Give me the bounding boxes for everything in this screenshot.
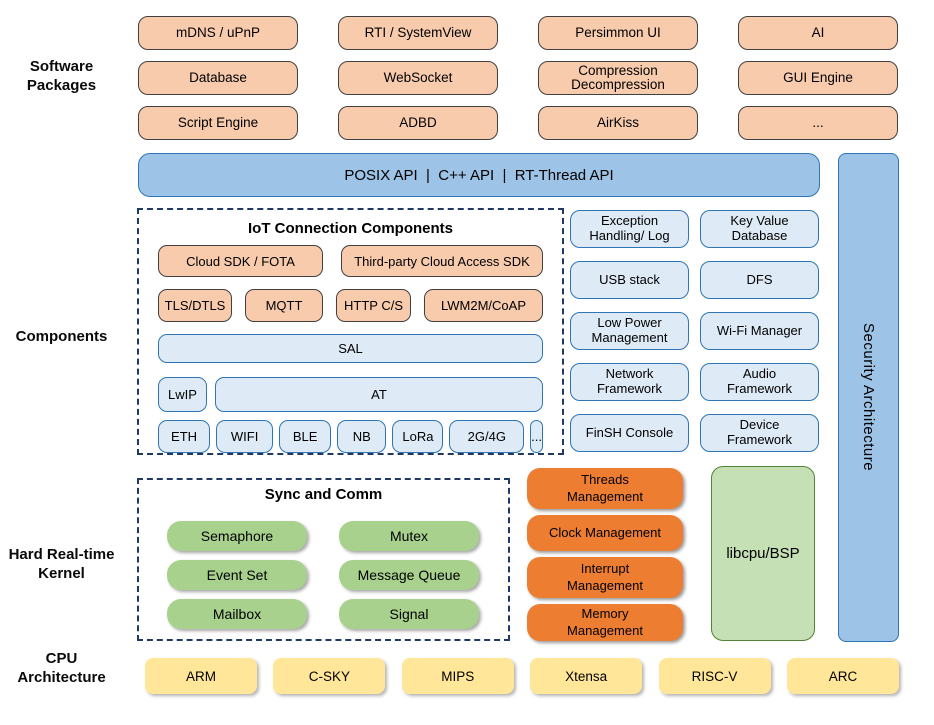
link-box: LoRa — [392, 420, 444, 453]
management-box: Memory Management — [527, 604, 683, 641]
package-box: mDNS / uPnP — [138, 16, 298, 50]
link-box: ... — [530, 420, 543, 453]
cpu-architecture-row: ARM C-SKY MIPS Xtensa RISC-V ARC — [145, 658, 899, 694]
section-label-kernel: Hard Real-time Kernel — [8, 546, 115, 582]
service-box: Key Value Database — [700, 210, 819, 248]
package-box: AI — [738, 16, 898, 50]
link-box: 2G/4G — [449, 420, 525, 453]
lwip-box: LwIP — [158, 377, 207, 412]
link-box: WIFI — [216, 420, 274, 453]
service-box: Audio Framework — [700, 363, 819, 401]
protocol-box: MQTT — [245, 289, 323, 322]
security-architecture-bar: Security Architecture — [838, 153, 899, 642]
package-box: AirKiss — [538, 106, 698, 140]
sdk-box: Cloud SDK / FOTA — [158, 245, 323, 277]
link-box: ETH — [158, 420, 211, 453]
package-box: Compression Decompression — [538, 61, 698, 95]
service-box: DFS — [700, 261, 819, 299]
management-box: Threads Management — [527, 468, 683, 509]
cpu-box: ARC — [786, 658, 899, 694]
cpu-box: MIPS — [401, 658, 514, 694]
iot-connection-components-box: IoT Connection Components Cloud SDK / FO… — [137, 208, 564, 455]
link-box: BLE — [279, 420, 332, 453]
service-box: Low Power Management — [570, 312, 689, 350]
iot-stack-row: LwIP AT — [158, 377, 543, 412]
package-box: WebSocket — [338, 61, 498, 95]
cpu-box: ARM — [145, 658, 257, 694]
api-layer-bar: POSIX API | C++ API | RT-Thread API — [138, 153, 820, 197]
sal-box: SAL — [158, 334, 543, 363]
service-box: Exception Handling/ Log — [570, 210, 689, 248]
cpu-box: C-SKY — [273, 658, 386, 694]
service-box: Wi-Fi Manager — [700, 312, 819, 350]
sdk-box: Third-party Cloud Access SDK — [341, 245, 543, 277]
package-box: Database — [138, 61, 298, 95]
at-box: AT — [215, 377, 543, 412]
sync-item: Mailbox — [167, 599, 307, 629]
cpu-box: Xtensa — [530, 658, 643, 694]
link-box: NB — [337, 420, 387, 453]
package-box: ... — [738, 106, 898, 140]
software-packages-grid: mDNS / uPnP RTI / SystemView Persimmon U… — [138, 16, 900, 140]
iot-link-row: ETH WIFI BLE NB LoRa 2G/4G ... — [158, 420, 543, 453]
package-box: RTI / SystemView — [338, 16, 498, 50]
package-box: Script Engine — [138, 106, 298, 140]
iot-protocol-row: TLS/DTLS MQTT HTTP C/S LWM2M/CoAP — [158, 289, 543, 322]
section-label-components: Components — [15, 328, 108, 345]
libcpu-bsp-box: libcpu/BSP — [711, 466, 815, 641]
protocol-box: TLS/DTLS — [158, 289, 232, 322]
management-box: Interrupt Management — [527, 557, 683, 598]
kernel-management-column: Threads Management Clock Management Inte… — [527, 468, 683, 641]
section-label-cpu-architecture: CPU Architecture — [17, 650, 106, 686]
service-box: USB stack — [570, 261, 689, 299]
sync-item: Message Queue — [339, 560, 479, 590]
service-box: Device Framework — [700, 414, 819, 452]
sync-item: Semaphore — [167, 521, 307, 551]
management-box: Clock Management — [527, 515, 683, 551]
sync-item: Event Set — [167, 560, 307, 590]
package-box: GUI Engine — [738, 61, 898, 95]
sync-box-title: Sync and Comm — [264, 486, 383, 503]
service-components-grid: Exception Handling/ Log Key Value Databa… — [570, 210, 819, 452]
iot-sdk-row: Cloud SDK / FOTA Third-party Cloud Acces… — [158, 245, 543, 277]
iot-box-title: IoT Connection Components — [248, 220, 453, 237]
sync-items-grid: Semaphore Mutex Event Set Message Queue … — [167, 521, 480, 629]
package-box: ADBD — [338, 106, 498, 140]
protocol-box: HTTP C/S — [336, 289, 411, 322]
sync-item: Signal — [339, 599, 479, 629]
service-box: Network Framework — [570, 363, 689, 401]
sync-item: Mutex — [339, 521, 479, 551]
service-box: FinSH Console — [570, 414, 689, 452]
section-label-software-packages: Software Packages — [26, 58, 97, 94]
security-architecture-label: Security Architecture — [860, 323, 877, 472]
protocol-box: LWM2M/CoAP — [424, 289, 543, 322]
sync-and-comm-box: Sync and Comm Semaphore Mutex Event Set … — [137, 478, 510, 641]
cpu-box: RISC-V — [658, 658, 771, 694]
package-box: Persimmon UI — [538, 16, 698, 50]
